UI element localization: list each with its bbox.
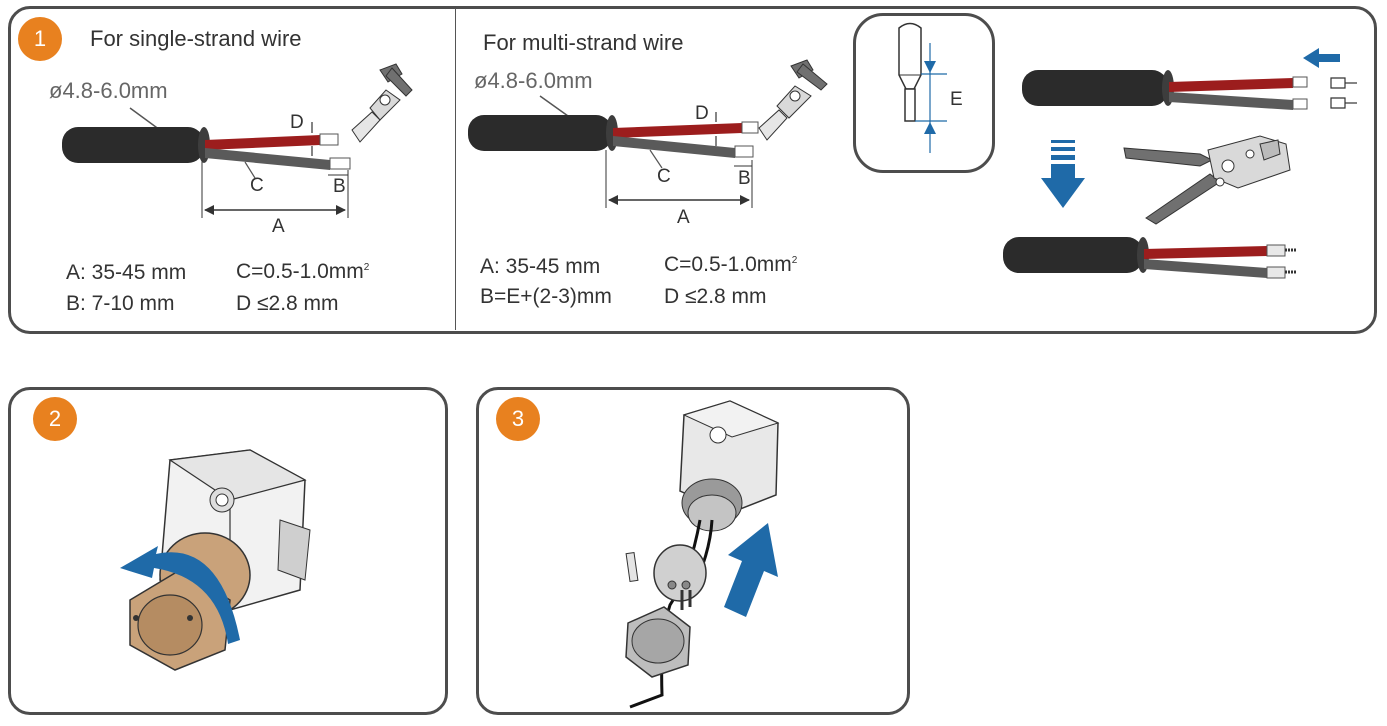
- up-arrow-icon: [724, 523, 778, 617]
- connector-assembly-diagram: [120, 449, 311, 671]
- single-strand-wire-diagram: [62, 107, 351, 218]
- multi-spec-d: D ≤2.8 mm: [664, 285, 767, 308]
- multi-spec-c-text: C=0.5-1.0mm: [664, 253, 792, 276]
- single-label-a: A: [272, 216, 285, 237]
- left-arrow-icon: [1303, 48, 1340, 68]
- rotate-arrow-icon: [120, 546, 240, 644]
- single-spec-d: D ≤2.8 mm: [236, 292, 339, 315]
- multi-spec-b: B=E+(2-3)mm: [480, 285, 612, 308]
- crimping-diagram: [1003, 48, 1357, 279]
- multi-label-a: A: [677, 207, 690, 228]
- single-spec-c-text: C=0.5-1.0mm: [236, 260, 364, 283]
- single-label-d: D: [290, 112, 304, 133]
- ferrule-inset: [853, 13, 995, 173]
- multi-wire-stripper-icon: [758, 59, 828, 141]
- multi-diameter-label: ø4.8-6.0mm: [474, 68, 593, 93]
- step2-badge: 2: [33, 397, 77, 441]
- single-strand-title: For single-strand wire: [90, 26, 302, 51]
- crimping-tool-icon: [1123, 135, 1291, 225]
- multi-spec-a: A: 35-45 mm: [480, 255, 601, 278]
- connector-exploded-diagram: [625, 400, 780, 709]
- single-label-b: B: [333, 176, 346, 197]
- step1-badge: 1: [18, 17, 62, 61]
- wire-stripper-icon: [351, 63, 413, 143]
- single-label-c: C: [250, 175, 264, 196]
- multi-strand-title: For multi-strand wire: [483, 30, 684, 55]
- single-spec-c: C=0.5-1.0mm2: [236, 260, 369, 284]
- single-spec-b: B: 7-10 mm: [66, 292, 175, 315]
- multi-label-c: C: [657, 166, 671, 187]
- multi-strand-wire-diagram: [468, 95, 759, 208]
- step3-badge: 3: [496, 397, 540, 441]
- multi-spec-c: C=0.5-1.0mm2: [664, 253, 797, 277]
- down-arrow-icon: [1041, 140, 1085, 208]
- multi-spec-c-sup: 2: [791, 255, 798, 266]
- single-spec-c-sup: 2: [363, 262, 370, 273]
- multi-label-d: D: [695, 103, 709, 124]
- multi-label-b: B: [738, 168, 751, 189]
- step1-panel: [8, 6, 1377, 334]
- single-diameter-label: ø4.8-6.0mm: [49, 78, 168, 103]
- single-spec-a: A: 35-45 mm: [66, 261, 187, 284]
- panel-divider: [455, 8, 456, 330]
- ferrule-label-e: E: [950, 89, 963, 110]
- ferrule-icon: [898, 22, 947, 153]
